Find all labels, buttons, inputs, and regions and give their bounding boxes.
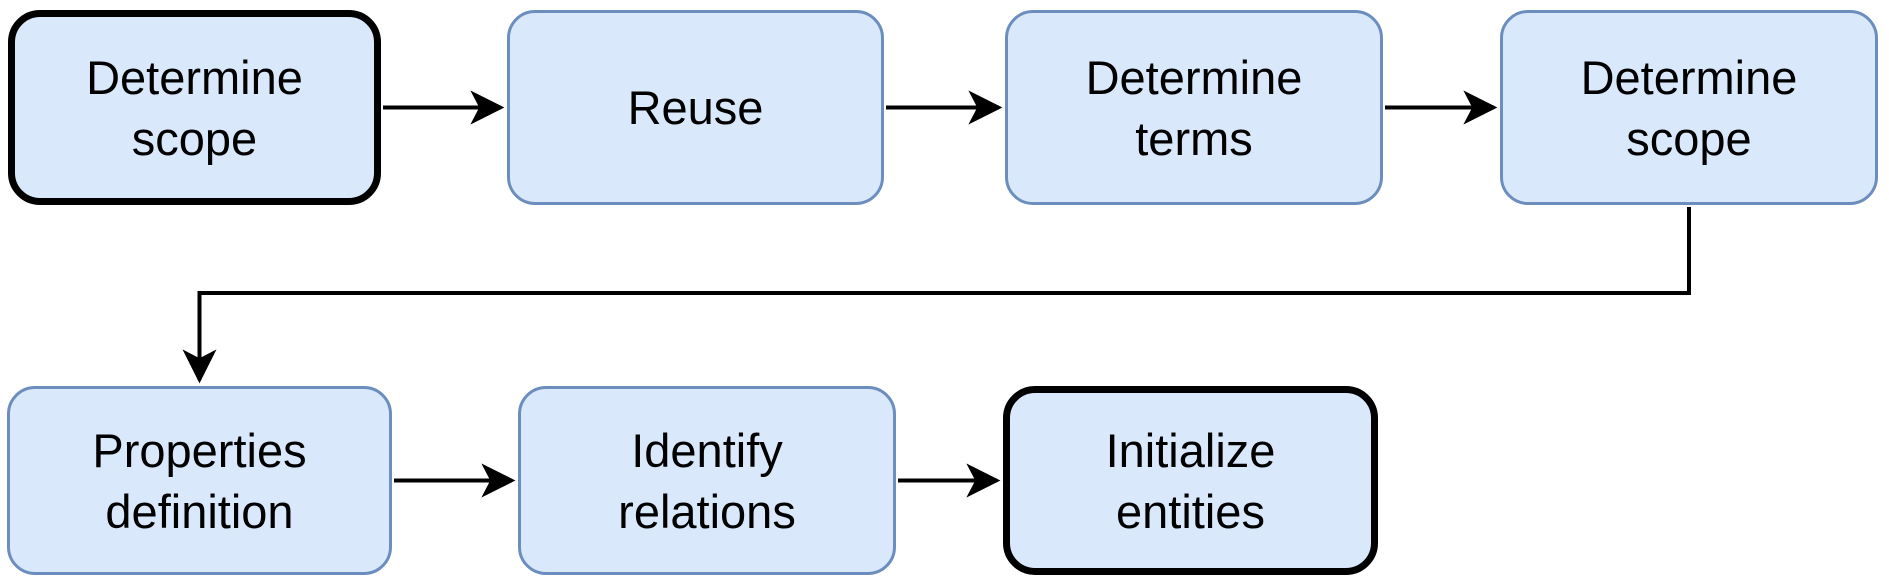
node-determine-scope-2: Determine scope [1500, 10, 1878, 205]
node-identify-relations: Identify relations [518, 386, 896, 575]
node-determine-scope-start: Determine scope [8, 10, 381, 205]
node-reuse: Reuse [507, 10, 884, 205]
node-determine-terms: Determine terms [1005, 10, 1383, 205]
node-initialize-entities: Initialize entities [1003, 386, 1378, 575]
edge-arrow-scope2-to-properties [182, 207, 1691, 384]
node-properties-definition: Properties definition [7, 386, 392, 575]
